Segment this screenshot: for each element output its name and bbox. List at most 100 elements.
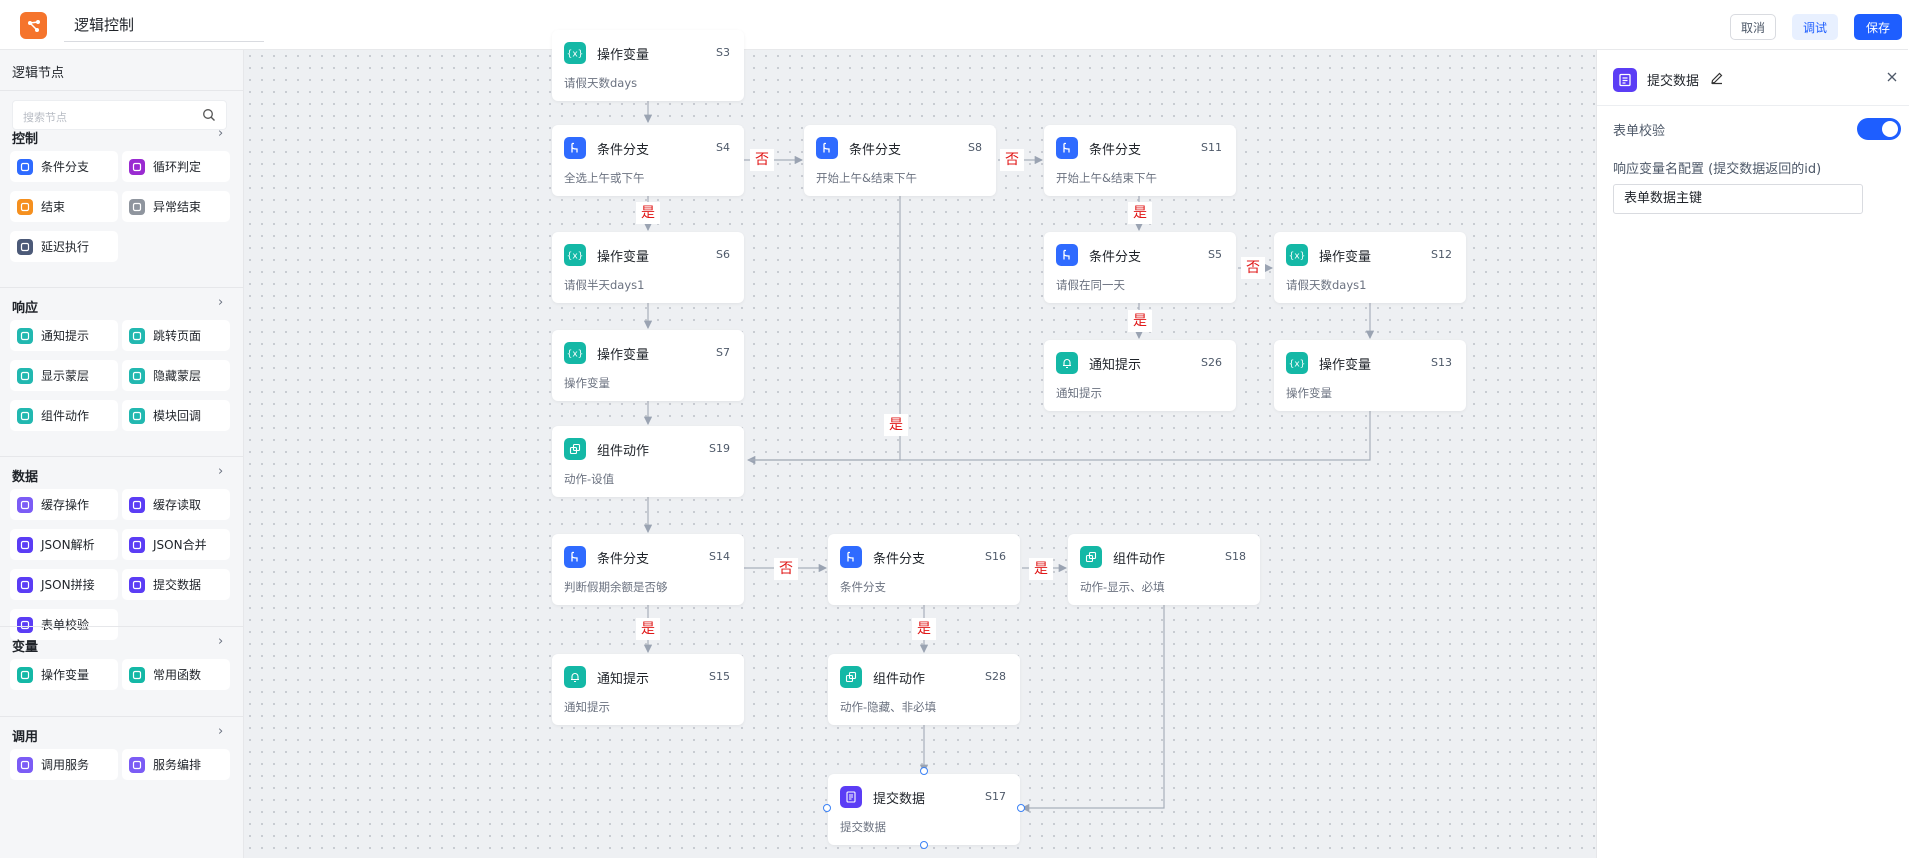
submit-data-icon [129, 576, 145, 593]
flow-node-s19[interactable]: 组件动作 S19 动作-设值 [552, 426, 744, 497]
flow-node-s7[interactable]: {x} 操作变量 S7 操作变量 [552, 330, 744, 401]
flow-node-s16[interactable]: 条件分支 S16 条件分支 [828, 534, 1020, 605]
edit-title-icon[interactable] [1709, 70, 1725, 86]
node-id: S26 [1201, 356, 1222, 369]
palette-item[interactable]: 缓存操作 [10, 489, 118, 520]
edge-label-yes: 是 [912, 618, 936, 640]
palette-item[interactable]: 表单校验 [10, 609, 118, 640]
chevron-right-icon[interactable]: › [218, 724, 224, 739]
variable-icon: {x} [1286, 244, 1308, 266]
palette-item[interactable]: 服务编排 [122, 749, 230, 780]
svg-text:{x}: {x} [1289, 252, 1306, 262]
response-var-input[interactable]: 表单数据主键 [1613, 184, 1863, 214]
branch-icon [564, 137, 586, 159]
variable-icon: {x} [564, 342, 586, 364]
node-description: 通知提示 [564, 700, 610, 714]
branch-icon [1056, 137, 1078, 159]
svg-text:{x}: {x} [1289, 360, 1306, 370]
chevron-right-icon[interactable]: › [218, 464, 224, 479]
form-validate-icon [17, 616, 33, 633]
palette-item[interactable]: 操作变量 [10, 659, 118, 690]
flow-node-s6[interactable]: {x} 操作变量 S6 请假半天days1 [552, 232, 744, 303]
service-orchestration-icon [129, 756, 145, 773]
section-heading: 调用 [12, 730, 39, 745]
flow-node-s14[interactable]: 条件分支 S14 判断假期余额是否够 [552, 534, 744, 605]
chevron-right-icon[interactable]: › [218, 126, 224, 141]
edge-label-no: 否 [1241, 257, 1265, 279]
palette-item[interactable]: 缓存读取 [122, 489, 230, 520]
component-action-icon [1080, 546, 1102, 568]
jump-icon [129, 327, 145, 344]
palette-item-label: JSON合并 [153, 538, 207, 552]
node-description: 判断假期余额是否够 [564, 580, 668, 594]
save-button[interactable]: 保存 [1854, 14, 1902, 40]
flow-node-s13[interactable]: {x} 操作变量 S13 操作变量 [1274, 340, 1466, 411]
connection-handle-bottom[interactable] [920, 841, 928, 849]
flow-title-input[interactable]: 逻辑控制 [64, 10, 264, 42]
palette-item[interactable]: 异常结束 [122, 191, 230, 222]
palette-item-label: 提交数据 [153, 578, 202, 592]
chevron-right-icon[interactable]: › [218, 295, 224, 310]
palette-item[interactable]: JSON解析 [10, 529, 118, 560]
palette-item[interactable]: JSON拼接 [10, 569, 118, 600]
flow-node-s17[interactable]: 提交数据 S17 提交数据 [828, 774, 1020, 845]
palette-item[interactable]: 循环判定 [122, 151, 230, 182]
edge-label-no: 否 [774, 558, 798, 580]
palette-item[interactable]: 显示蒙层 [10, 360, 118, 391]
debug-button[interactable]: 调试 [1792, 14, 1838, 40]
palette-item[interactable]: 通知提示 [10, 320, 118, 351]
palette-item[interactable]: 模块回调 [122, 400, 230, 431]
flow-canvas[interactable]: {x} 操作变量 S3 请假天数days 条件分支 S4 全选上午或下午 条件分… [244, 30, 1596, 858]
palette-item[interactable]: 常用函数 [122, 659, 230, 690]
search-icon[interactable] [202, 108, 216, 122]
flow-node-s11[interactable]: 条件分支 S11 开始上午&结束下午 [1044, 125, 1236, 196]
edge-label-yes: 是 [884, 414, 908, 436]
palette-item[interactable]: 提交数据 [122, 569, 230, 600]
node-description: 提交数据 [840, 820, 886, 834]
edge-label-yes: 是 [1128, 202, 1152, 224]
flow-node-s28[interactable]: 组件动作 S28 动作-隐藏、非必填 [828, 654, 1020, 725]
palette-item[interactable]: 调用服务 [10, 749, 118, 780]
form-validate-toggle[interactable] [1857, 118, 1901, 140]
palette-item-label: 组件动作 [41, 409, 90, 423]
search-input[interactable]: 搜索节点 [12, 100, 227, 130]
flow-node-s8[interactable]: 条件分支 S8 开始上午&结束下午 [804, 125, 996, 196]
flow-node-s5[interactable]: 条件分支 S5 请假在同一天 [1044, 232, 1236, 303]
close-panel-icon[interactable] [1885, 70, 1899, 84]
node-palette-sidebar: 逻辑节点 搜索节点 控制 › 条件分支 循环判定 结束 [0, 50, 244, 858]
flow-node-s18[interactable]: 组件动作 S18 动作-显示、必填 [1068, 534, 1260, 605]
variable-icon: {x} [1286, 352, 1308, 374]
cancel-button[interactable]: 取消 [1730, 14, 1776, 40]
palette-item[interactable]: JSON合并 [122, 529, 230, 560]
connection-handle-left[interactable] [823, 804, 831, 812]
palette-item-label: 异常结束 [153, 200, 202, 214]
node-id: S11 [1201, 141, 1222, 154]
component-action-icon [564, 438, 586, 460]
node-id: S4 [716, 141, 730, 154]
palette-item[interactable]: 隐藏蒙层 [122, 360, 230, 391]
flow-node-s26[interactable]: 通知提示 S26 通知提示 [1044, 340, 1236, 411]
palette-item[interactable]: 跳转页面 [122, 320, 230, 351]
node-title: 条件分支 [849, 143, 902, 158]
palette-item[interactable]: 结束 [10, 191, 118, 222]
palette-item[interactable]: 条件分支 [10, 151, 118, 182]
palette-item[interactable]: 延迟执行 [10, 231, 118, 262]
top-header: 逻辑控制 取消 调试 保存 [0, 0, 1908, 50]
node-title: 通知提示 [597, 672, 650, 687]
sidebar-title: 逻辑节点 [12, 66, 65, 81]
flow-node-s12[interactable]: {x} 操作变量 S12 请假天数days1 [1274, 232, 1466, 303]
flow-node-s15[interactable]: 通知提示 S15 通知提示 [552, 654, 744, 725]
palette-section-3: 变量 › [0, 634, 244, 655]
node-title: 组件动作 [597, 444, 650, 459]
palette-section-0: 控制 › [0, 126, 244, 147]
connection-handle-top[interactable] [920, 767, 928, 775]
component-action-icon [17, 407, 33, 424]
connection-handle-right[interactable] [1017, 804, 1025, 812]
node-id: S19 [709, 442, 730, 455]
chevron-right-icon[interactable]: › [218, 634, 224, 649]
palette-item-label: 结束 [41, 200, 66, 214]
flow-node-s4[interactable]: 条件分支 S4 全选上午或下午 [552, 125, 744, 196]
flow-node-s3[interactable]: {x} 操作变量 S3 请假天数days [552, 30, 744, 101]
app-logo-icon [20, 12, 47, 39]
palette-item[interactable]: 组件动作 [10, 400, 118, 431]
